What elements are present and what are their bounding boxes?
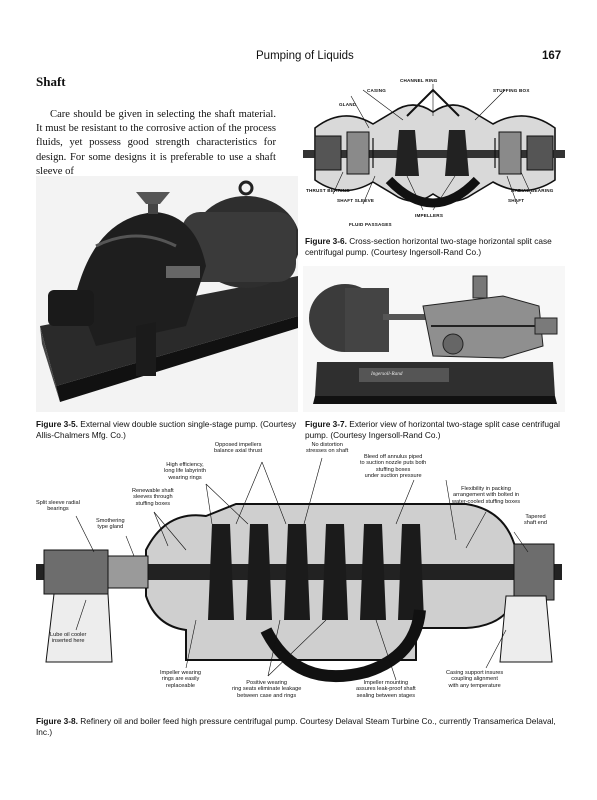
callout-flexibility-packing: Flexibility in packing arrangement with … <box>452 486 520 505</box>
callout-impeller-wearing-rings: Impeller wearing rings are easily replac… <box>160 670 202 689</box>
running-head: Pumping of Liquids <box>256 50 354 62</box>
callout-casing-support: Casing support insures coupling alignmen… <box>446 670 504 689</box>
cross-section-drawing <box>303 76 565 230</box>
pump-photo-allis-chalmers <box>36 176 298 412</box>
label-shaft: SHAFT <box>508 198 525 203</box>
callout-renewable-sleeves: Renewable shaft sleeves through stuffing… <box>132 488 174 507</box>
label-casing: CASING <box>367 88 387 93</box>
callout-opposed-impellers: Opposed impellers balance axial thrust <box>214 442 263 455</box>
label-stuffing-box: STUFFING BOX <box>493 88 530 93</box>
callout-impeller-mounting: Impeller mounting assures leak-proof sha… <box>356 680 416 699</box>
label-impellers: IMPELLERS <box>415 213 444 218</box>
nameplate: Ingersoll-Rand <box>371 371 403 377</box>
label-gland: GLAND <box>339 102 357 107</box>
callout-high-efficiency: High efficiency, long life labyrinth wea… <box>164 462 206 481</box>
page-number: 167 <box>542 50 562 62</box>
figure-3-5-caption: Figure 3-5. External view double suction… <box>36 419 297 440</box>
figure-3-8: Opposed impellers balance axial thrust N… <box>36 440 562 710</box>
label-fluid-passages: FLUID PASSAGES <box>349 222 392 227</box>
pump-photo-ingersoll-rand <box>303 266 565 412</box>
label-shaft-sleeve: SHAFT SLEEVE <box>337 198 375 203</box>
callout-no-distortion: No distortion stresses on shaft <box>306 442 349 455</box>
callout-lube-oil-cooler: Lube oil cooler inserted here <box>50 632 87 645</box>
label-radial-bearing: RADIAL BEARING <box>511 188 554 193</box>
figure-3-8-caption: Figure 3-8. Refinery oil and boiler feed… <box>36 716 556 737</box>
figure-3-6: CHANNEL RING CASING STUFFING BOX GLAND T… <box>303 76 565 230</box>
callout-tapered-shaft: Tapered shaft end <box>524 514 548 527</box>
callout-positive-wearing: Positive wearing ring seats eliminate le… <box>232 680 302 699</box>
section-title: Shaft <box>36 74 66 89</box>
refinery-pump-cutaway <box>36 440 562 710</box>
figure-3-7: Ingersoll-Rand <box>303 266 565 412</box>
callout-bleed-off: Bleed off annulus piped to suction nozzl… <box>360 454 427 480</box>
body-paragraph: Care should be given in selecting the sh… <box>36 109 276 177</box>
figure-3-5 <box>36 176 298 412</box>
figure-3-7-caption: Figure 3-7. Exterior view of horizontal … <box>305 419 561 440</box>
label-thrust-bearing: THRUST BEARING <box>306 188 350 193</box>
label-channel-ring: CHANNEL RING <box>400 78 438 83</box>
callout-split-sleeve-bearings: Split sleeve radial bearings <box>36 500 80 513</box>
callout-smothering-gland: Smothering type gland <box>96 518 125 531</box>
figure-3-6-caption: Figure 3-6. Cross-section horizontal two… <box>305 236 552 257</box>
